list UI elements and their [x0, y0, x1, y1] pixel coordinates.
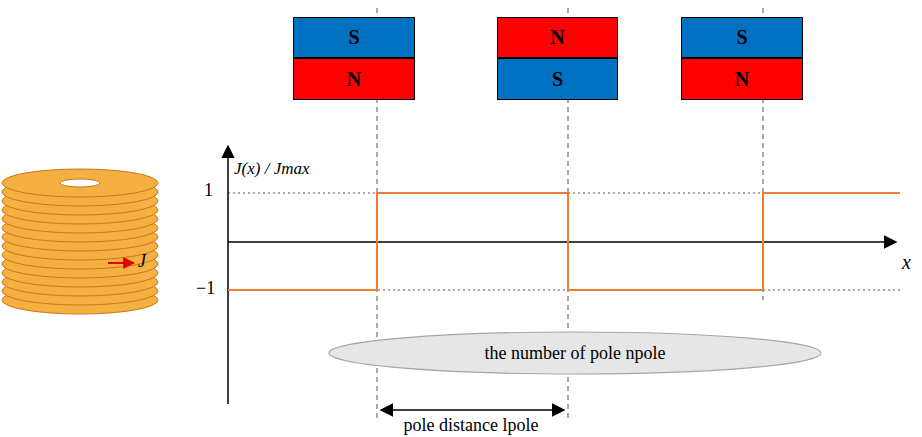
coil-stack — [2, 169, 158, 314]
pole-letter: N — [550, 26, 564, 49]
coil-hole — [60, 179, 100, 187]
dimension-label: pole distance lpole — [404, 416, 539, 436]
magnet-pole: N — [681, 58, 803, 100]
coil-disk — [2, 169, 158, 197]
axis-label: J(x) / Jmax — [234, 160, 310, 179]
axes — [228, 146, 896, 404]
magnet-pole: S — [681, 17, 803, 58]
magnet-pole: S — [497, 58, 618, 100]
pole-letter: S — [348, 26, 359, 49]
ellipse-shape — [329, 332, 821, 374]
magnet-pole: S — [293, 17, 415, 58]
magnet-pole: N — [497, 17, 618, 58]
pole-letter: N — [347, 68, 361, 91]
pole-letter: N — [735, 68, 749, 91]
pole-letter: S — [552, 68, 563, 91]
tick-label: 1 — [204, 181, 213, 201]
tick-label: −1 — [196, 279, 215, 299]
ellipse-label: the number of pole npole — [485, 343, 666, 364]
axis-label: x — [902, 251, 911, 273]
current-label: J — [138, 252, 146, 272]
guide-lines — [228, 8, 902, 418]
magnet-pole: N — [293, 58, 415, 100]
pole-count-ellipse: the number of pole npole — [328, 331, 822, 375]
current-arrow — [108, 262, 134, 264]
pole-letter: S — [736, 26, 747, 49]
pole-distance-arrow — [381, 409, 564, 411]
current-waveform — [228, 193, 900, 290]
